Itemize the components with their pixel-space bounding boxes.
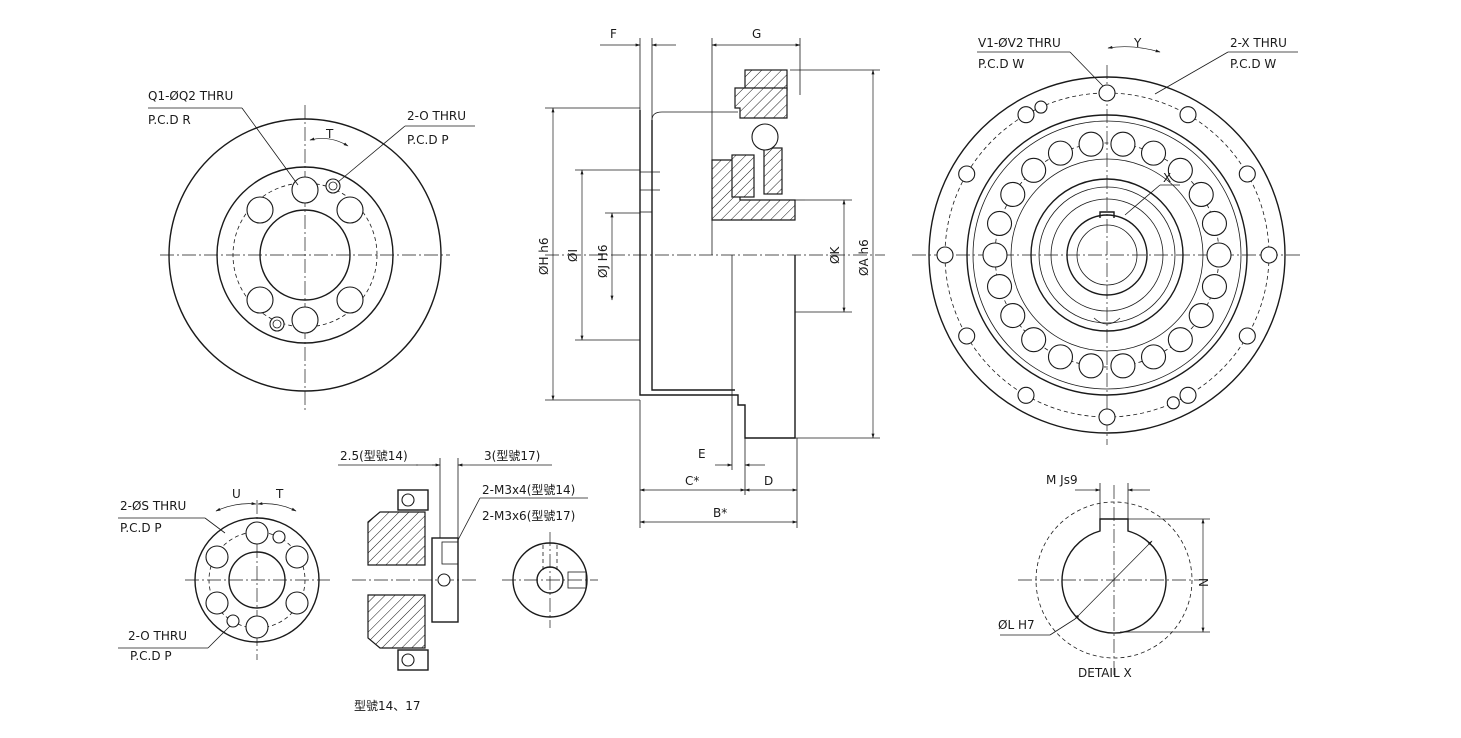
roller bbox=[1167, 157, 1193, 183]
roller bbox=[1206, 242, 1232, 268]
offset-25-label: 2.5(型號14) bbox=[340, 449, 408, 463]
roller bbox=[1201, 210, 1228, 236]
i-dim-label: ØI bbox=[566, 249, 580, 262]
roller bbox=[1167, 327, 1193, 353]
detail-caption: DETAIL X bbox=[1078, 666, 1132, 680]
m-dim-label: M Js9 bbox=[1046, 473, 1078, 487]
bolt-holes bbox=[936, 84, 1278, 426]
f-dim-label: F bbox=[610, 27, 617, 41]
roller bbox=[1110, 131, 1136, 157]
small-t-dim-label: T bbox=[275, 487, 284, 501]
detail-x-marker: X bbox=[1163, 171, 1171, 185]
roller bbox=[1021, 157, 1047, 183]
x-hole bbox=[1034, 100, 1048, 114]
right-leaders bbox=[977, 45, 1298, 216]
front-view-right bbox=[912, 65, 1300, 445]
l-dim-label: ØL H7 bbox=[998, 618, 1035, 632]
model-caption: 型號14、17 bbox=[354, 699, 421, 713]
q-holes-label: Q1-ØQ2 THRU bbox=[148, 89, 233, 103]
s-holes-label: 2-ØS THRU bbox=[120, 499, 186, 513]
roller bbox=[1078, 131, 1104, 157]
bolt-hole bbox=[958, 327, 976, 345]
n-dim-label: N bbox=[1196, 578, 1210, 587]
cross-section-center bbox=[545, 38, 885, 528]
roller bbox=[986, 274, 1013, 300]
b-dim-label: B* bbox=[713, 506, 727, 520]
roller bbox=[1188, 181, 1214, 207]
offset-3-label: 3(型號17) bbox=[484, 449, 540, 463]
roller bbox=[1201, 274, 1228, 300]
t-dim-label: T bbox=[325, 127, 334, 141]
bolt-hole bbox=[1238, 165, 1256, 183]
small-front-view bbox=[118, 500, 330, 660]
detail-x-view bbox=[1000, 483, 1210, 675]
roller bbox=[1021, 327, 1047, 353]
u-dim-label: U bbox=[232, 487, 241, 501]
front-view-left bbox=[148, 105, 475, 410]
small-pcd-p-label-2: P.C.D P bbox=[130, 649, 172, 663]
pcd-r-label: P.C.D R bbox=[148, 113, 191, 127]
roller bbox=[1000, 181, 1026, 207]
d-dim-label: D bbox=[764, 474, 773, 488]
x-thru-label: 2-X THRU bbox=[1230, 36, 1287, 50]
bolt-hole bbox=[958, 165, 976, 183]
j-dim-label: ØJ H6 bbox=[596, 245, 610, 278]
roller bbox=[1078, 353, 1104, 379]
x-hole bbox=[1166, 396, 1180, 410]
roller bbox=[1188, 303, 1214, 329]
small-pcd-p-label-1: P.C.D P bbox=[120, 521, 162, 535]
e-dim-label: E bbox=[698, 447, 706, 461]
m3x6-label: 2-M3x6(型號17) bbox=[482, 509, 575, 523]
small-o-thru-label: 2-O THRU bbox=[128, 629, 187, 643]
g-dim-label: G bbox=[752, 27, 761, 41]
a-dim-label: ØA h6 bbox=[857, 239, 871, 276]
small-side-view bbox=[502, 532, 598, 628]
bolt-hole bbox=[1098, 408, 1116, 426]
roller bbox=[986, 210, 1013, 236]
roller bbox=[1047, 140, 1074, 166]
bolt-hole bbox=[936, 246, 954, 264]
bolt-hole bbox=[1017, 106, 1035, 124]
roller bbox=[1140, 344, 1167, 370]
bolt-hole bbox=[1017, 386, 1035, 404]
roller bbox=[982, 242, 1008, 268]
bolt-hole bbox=[1179, 106, 1197, 124]
bolt-hole bbox=[1098, 84, 1116, 102]
c-dim-label: C* bbox=[685, 474, 699, 488]
roller bbox=[1047, 344, 1074, 370]
pcd-w-label-2: P.C.D W bbox=[1230, 57, 1276, 71]
pcd-p-label: P.C.D P bbox=[407, 133, 449, 147]
m3x4-label: 2-M3x4(型號14) bbox=[482, 483, 575, 497]
roller bbox=[1110, 353, 1136, 379]
k-dim-label: ØK bbox=[828, 246, 842, 264]
y-dim-label: Y bbox=[1133, 36, 1142, 50]
roller bbox=[1140, 140, 1167, 166]
v-holes-label: V1-ØV2 THRU bbox=[978, 36, 1061, 50]
roller bbox=[1000, 303, 1026, 329]
h-dim-label: ØH h6 bbox=[537, 237, 551, 275]
bolt-hole bbox=[1260, 246, 1278, 264]
pcd-w-label-1: P.C.D W bbox=[978, 57, 1024, 71]
o-thru-label: 2-O THRU bbox=[407, 109, 466, 123]
bolt-hole bbox=[1238, 327, 1256, 345]
roller-ring bbox=[982, 131, 1232, 379]
small-section-view bbox=[338, 458, 588, 671]
bolt-hole bbox=[1179, 386, 1197, 404]
